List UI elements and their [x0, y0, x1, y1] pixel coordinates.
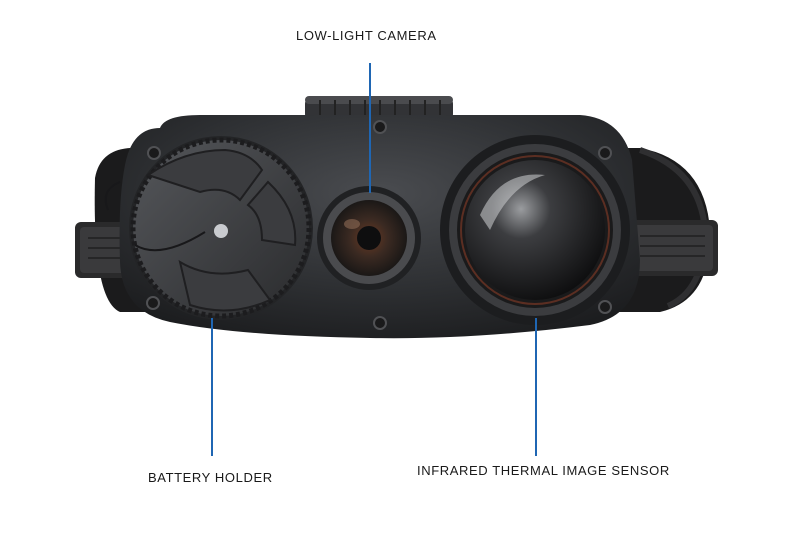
right-strap-loop — [626, 220, 718, 276]
leader-line-camera — [369, 63, 371, 193]
label-battery-holder: BATTERY HOLDER — [148, 470, 273, 485]
battery-cap — [104, 136, 313, 320]
low-light-camera-lens — [317, 186, 421, 290]
leader-line-sensor — [535, 318, 537, 456]
label-low-light-camera: LOW-LIGHT CAMERA — [296, 28, 437, 43]
body-screws — [146, 120, 612, 330]
leader-line-battery — [211, 318, 213, 456]
thermal-sensor-lens — [440, 135, 630, 325]
label-thermal-sensor: INFRARED THERMAL IMAGE SENSOR — [417, 463, 670, 478]
